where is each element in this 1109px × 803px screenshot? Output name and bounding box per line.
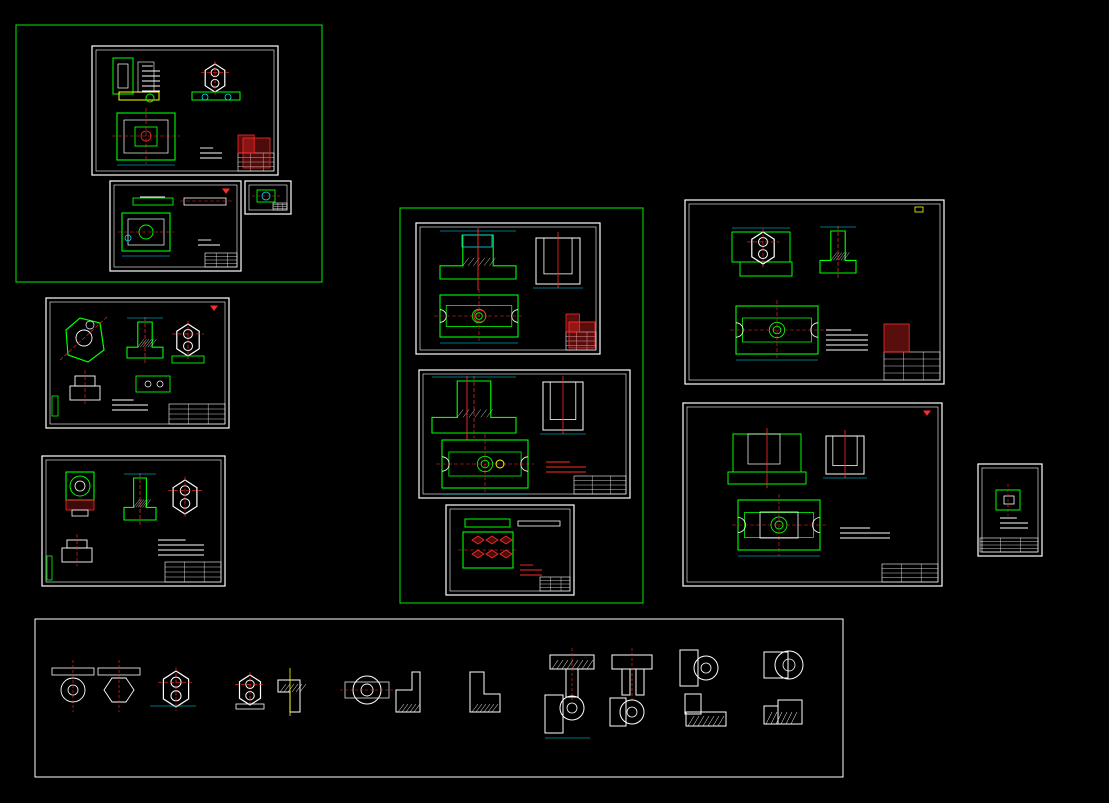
title-block	[237, 152, 275, 172]
title-block	[272, 202, 288, 211]
detail-view-5	[277, 668, 307, 716]
sheet-c1-fixture-body[interactable]	[415, 222, 601, 355]
group-bottom-detail-strip[interactable]	[34, 618, 844, 778]
detail-view-7	[395, 671, 421, 713]
detail-view-6	[340, 675, 395, 705]
title-block	[883, 351, 941, 381]
group-center[interactable]	[399, 207, 644, 604]
title-block	[565, 331, 597, 351]
detail-view-14	[609, 697, 645, 727]
title-block	[204, 252, 238, 268]
sheet-a1-assembly[interactable]	[91, 45, 279, 176]
title-block	[573, 475, 627, 495]
sheet-a3-small[interactable]	[244, 180, 292, 215]
sheet-b1-part[interactable]	[45, 297, 230, 429]
detail-view-1	[51, 660, 95, 712]
title-block	[979, 537, 1039, 553]
parts-list	[883, 323, 910, 353]
group-top-left[interactable]	[15, 24, 323, 283]
detail-view-extra	[684, 693, 803, 727]
sheet-c2-fixture-body[interactable]	[418, 369, 631, 499]
detail-view-9	[549, 648, 595, 700]
title-block	[168, 403, 226, 425]
sheet-d1-bracket[interactable]	[684, 199, 945, 385]
title-block	[164, 561, 222, 583]
title-block	[539, 576, 571, 592]
detail-view-12	[763, 650, 804, 680]
sheet-d2-bracket[interactable]	[682, 402, 943, 587]
sheet-a2-fixture[interactable]	[109, 180, 242, 272]
sheet-b2-part[interactable]	[41, 455, 226, 587]
title-block	[881, 563, 939, 583]
detail-view-11	[679, 649, 719, 687]
detail-view-2	[97, 660, 141, 712]
parts-list	[237, 134, 255, 154]
sheet-c3-plate[interactable]	[445, 504, 575, 596]
sheet-e1-small[interactable]	[977, 463, 1043, 557]
detail-view-10	[611, 648, 653, 700]
detail-view-3	[150, 667, 196, 711]
detail-view-4	[235, 672, 265, 710]
detail-view-8	[469, 671, 501, 713]
detail-view-13	[544, 694, 590, 739]
